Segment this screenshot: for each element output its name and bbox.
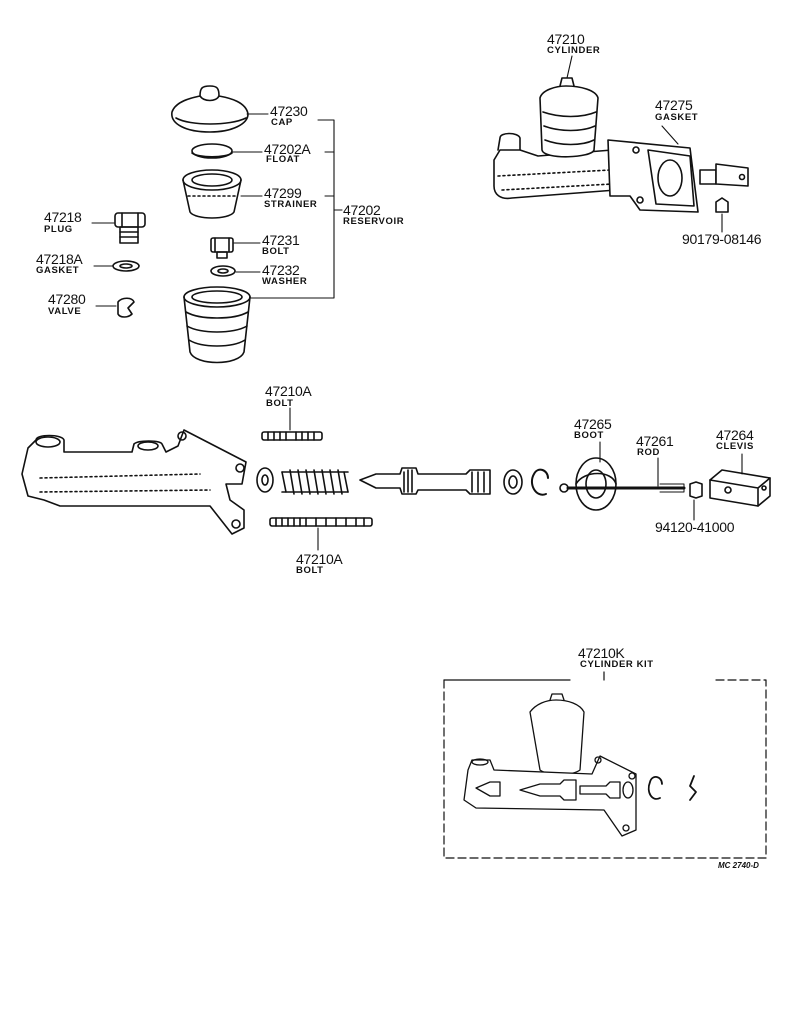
figure-code: MC 2740-D <box>718 861 759 870</box>
reservoir-part-number: 47202 <box>343 202 381 218</box>
assembled-cylinder-leaders <box>566 55 723 233</box>
plug-part-number: 47218 <box>44 209 82 225</box>
reservoir-part-name: RESERVOIR <box>343 216 405 227</box>
washer-part-number: 47232 <box>262 262 300 278</box>
kit-part-name: CYLINDER KIT <box>580 659 654 670</box>
float-part-number: 47202A <box>264 141 311 157</box>
cylinder-part-number: 47210 <box>547 31 585 47</box>
bolt-lower-drawing <box>269 517 373 527</box>
clevis-part-number: 47264 <box>716 427 754 443</box>
rod-nut-drawing <box>689 481 703 499</box>
assembled-cylinder-drawing <box>493 77 749 213</box>
kit-parts-drawing <box>463 693 697 837</box>
valve-part-number: 47280 <box>48 291 86 307</box>
rod-part-number: 47261 <box>636 433 674 449</box>
boot-part-name: BOOT <box>574 430 604 441</box>
boot-part-number: 47265 <box>574 416 612 432</box>
plug-drawing <box>114 212 146 244</box>
reservoir-leader-lines <box>91 113 343 307</box>
seal-drawing <box>256 467 274 493</box>
plug-gasket-drawing <box>112 260 140 272</box>
strainer-drawing <box>182 169 242 219</box>
upper-bolt-part-number: 47210A <box>265 383 312 399</box>
gasket-part-name: GASKET <box>655 112 699 123</box>
gasket-part-number: 47275 <box>655 97 693 113</box>
cup-drawing <box>503 469 523 495</box>
valve-drawing <box>117 297 135 318</box>
kit-frame <box>443 671 767 859</box>
float-part-name: FLOAT <box>266 154 300 165</box>
boot-drawing <box>575 457 617 511</box>
strainer-part-number: 47299 <box>264 185 302 201</box>
bolt-upper-drawing <box>261 431 323 441</box>
middle-leader-lines <box>289 407 743 551</box>
plug-gasket-part-number: 47218A <box>36 251 83 267</box>
float-drawing <box>191 143 233 159</box>
cylinder-body-drawing <box>21 429 247 535</box>
cylinder-part-name: CYLINDER <box>547 45 601 56</box>
spring-drawing <box>281 469 349 495</box>
plug-part-name: PLUG <box>44 224 73 235</box>
washer-drawing <box>210 265 236 277</box>
washer-part-name: WASHER <box>262 276 308 287</box>
snap-ring-drawing <box>530 468 549 496</box>
cap-part-name: CAP <box>271 117 293 128</box>
strainer-part-name: STRAINER <box>264 199 318 210</box>
kit-part-number: 47210K <box>578 645 625 661</box>
cap-drawing <box>171 85 249 133</box>
reservoir-bolt-drawing <box>210 237 234 259</box>
lower-bolt-part-name: BOLT <box>296 565 324 576</box>
valve-part-name: VALVE <box>48 306 82 317</box>
clevis-drawing <box>709 469 771 507</box>
rod-part-name: ROD <box>637 447 660 458</box>
plug-gasket-part-name: GASKET <box>36 265 80 276</box>
rod-nut-part-number: 94120-41000 <box>655 519 735 535</box>
lower-bolt-part-number: 47210A <box>296 551 343 567</box>
clevis-part-name: CLEVIS <box>716 441 754 452</box>
cap-part-number: 47230 <box>270 103 308 119</box>
upper-bolt-part-name: BOLT <box>266 398 294 409</box>
nut-part-number: 90179-08146 <box>682 231 762 247</box>
reservoir-bolt-part-number: 47231 <box>262 232 300 248</box>
rod-drawing <box>559 483 686 493</box>
piston-drawing <box>359 467 491 495</box>
reservoir-bolt-part-name: BOLT <box>262 246 290 257</box>
reservoir-drawing <box>183 286 251 364</box>
